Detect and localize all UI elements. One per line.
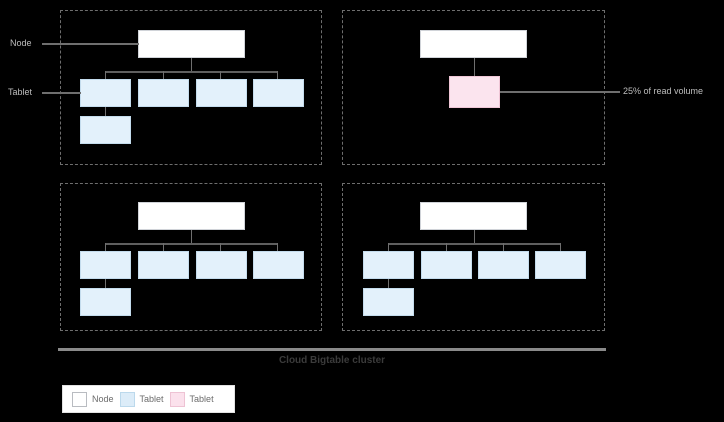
cluster-caption: Cloud Bigtable cluster <box>278 355 386 366</box>
legend-swatch-node-icon <box>72 391 87 407</box>
annotation-tablet-label: Tablet <box>8 87 33 97</box>
node-box-top-left <box>138 30 245 58</box>
tablet-box-bottom-right-1 <box>363 251 414 279</box>
connector-drop-bottom-right-4 <box>560 243 561 251</box>
tablet-box-bottom-left-2 <box>138 251 189 279</box>
tablet-box-bottom-right-3 <box>478 251 529 279</box>
legend-swatch-tablet-icon <box>119 391 135 407</box>
tablet-box-bottom-left-3 <box>196 251 247 279</box>
quadrant-bottom-left <box>60 183 322 331</box>
tablet-box-bottom-right-5 <box>363 288 414 316</box>
legend: Node Tablet Tablet <box>62 385 235 413</box>
tablet-box-bottom-left-4 <box>253 251 304 279</box>
legend-label-node: Node <box>92 394 114 404</box>
connector-bus-bottom-left <box>105 243 278 245</box>
connector-drop-bottom-right-3 <box>503 243 504 251</box>
connector-trunk-bottom-right <box>474 230 475 243</box>
connector-drop-top-left-2 <box>163 71 164 79</box>
legend-swatch-hot-tablet-icon <box>169 391 185 407</box>
lead-line-tablet <box>42 92 81 94</box>
connector-drop-top-left-1 <box>105 71 106 79</box>
connector-stack-top-left <box>105 107 106 116</box>
node-box-bottom-left <box>138 202 245 230</box>
connector-drop-top-left-4 <box>277 71 278 79</box>
legend-item-hot-tablet: Tablet <box>169 391 214 407</box>
connector-bus-top-left <box>105 71 278 73</box>
tablet-box-bottom-right-4 <box>535 251 586 279</box>
quadrant-top-left <box>60 10 322 165</box>
tablet-box-bottom-left-5 <box>80 288 131 316</box>
connector-drop-bottom-left-1 <box>105 243 106 251</box>
connector-drop-bottom-right-1 <box>388 243 389 251</box>
connector-drop-bottom-left-3 <box>220 243 221 251</box>
legend-label-hot-tablet: Tablet <box>189 394 214 404</box>
tablet-box-bottom-right-2 <box>421 251 472 279</box>
tablet-box-bottom-left-1 <box>80 251 131 279</box>
connector-drop-bottom-left-4 <box>277 243 278 251</box>
legend-item-tablet: Tablet <box>119 391 164 407</box>
cluster-divider <box>58 348 606 351</box>
connector-trunk-top-left <box>191 58 192 71</box>
connector-trunk-bottom-left <box>191 230 192 243</box>
connector-drop-bottom-right-2 <box>446 243 447 251</box>
legend-item-node: Node <box>72 391 114 407</box>
quadrant-bottom-right <box>342 183 605 331</box>
annotation-hot-tablet-label: 25% of read volume <box>623 86 704 96</box>
lead-line-hot-tablet <box>500 91 620 93</box>
node-box-bottom-right <box>420 202 527 230</box>
node-box-top-right <box>420 30 527 58</box>
connector-bus-bottom-right <box>388 243 561 245</box>
quadrant-top-right <box>342 10 605 165</box>
lead-line-node <box>42 43 139 45</box>
connector-drop-bottom-left-2 <box>163 243 164 251</box>
annotation-node-label: Node <box>10 38 32 48</box>
connector-trunk-top-right <box>474 58 475 76</box>
hot-tablet-box-top-right <box>449 76 500 108</box>
connector-drop-top-left-3 <box>220 71 221 79</box>
tablet-box-top-left-3 <box>196 79 247 107</box>
tablet-box-top-left-5 <box>80 116 131 144</box>
tablet-box-top-left-1 <box>80 79 131 107</box>
tablet-box-top-left-4 <box>253 79 304 107</box>
connector-stack-bottom-left <box>105 279 106 288</box>
legend-label-tablet: Tablet <box>139 394 164 404</box>
tablet-box-top-left-2 <box>138 79 189 107</box>
connector-stack-bottom-right <box>388 279 389 288</box>
